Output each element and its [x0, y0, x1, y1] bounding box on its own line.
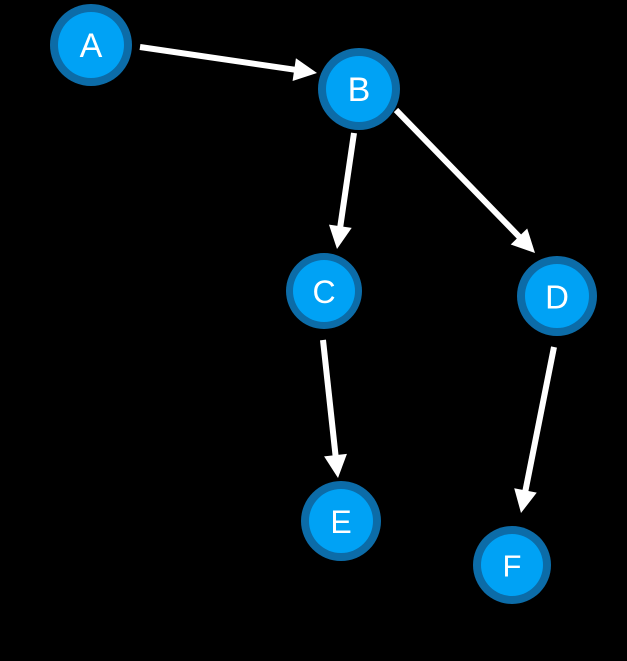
edge-line: [393, 107, 524, 241]
edge-b-c: [328, 132, 357, 249]
graph-node-a[interactable]: A: [50, 4, 132, 86]
node-fill: [326, 56, 392, 122]
arrowhead-icon: [328, 224, 352, 249]
node-fill: [525, 264, 589, 328]
edge-d-f: [514, 346, 557, 513]
node-fill: [293, 260, 355, 322]
arrowhead-icon: [324, 453, 347, 478]
graph-node-f[interactable]: F: [473, 526, 551, 604]
edges-layer: [139, 44, 557, 513]
edge-line: [139, 44, 298, 74]
node-fill: [309, 489, 373, 553]
edge-a-b: [139, 44, 317, 82]
graph-node-e[interactable]: E: [301, 481, 381, 561]
graph-node-c[interactable]: C: [286, 253, 362, 329]
edge-line: [336, 132, 357, 230]
node-fill: [58, 12, 124, 78]
edge-c-e: [320, 339, 347, 478]
arrowhead-icon: [510, 228, 535, 253]
nodes-layer: A B C D E F: [50, 4, 597, 604]
arrowhead-icon: [514, 488, 537, 513]
edge-line: [320, 339, 339, 459]
arrowhead-icon: [292, 58, 317, 82]
node-fill: [481, 534, 543, 596]
edge-line: [521, 346, 557, 494]
graph-node-b[interactable]: B: [318, 48, 400, 130]
edge-b-d: [393, 107, 535, 253]
graph-node-d[interactable]: D: [517, 256, 597, 336]
